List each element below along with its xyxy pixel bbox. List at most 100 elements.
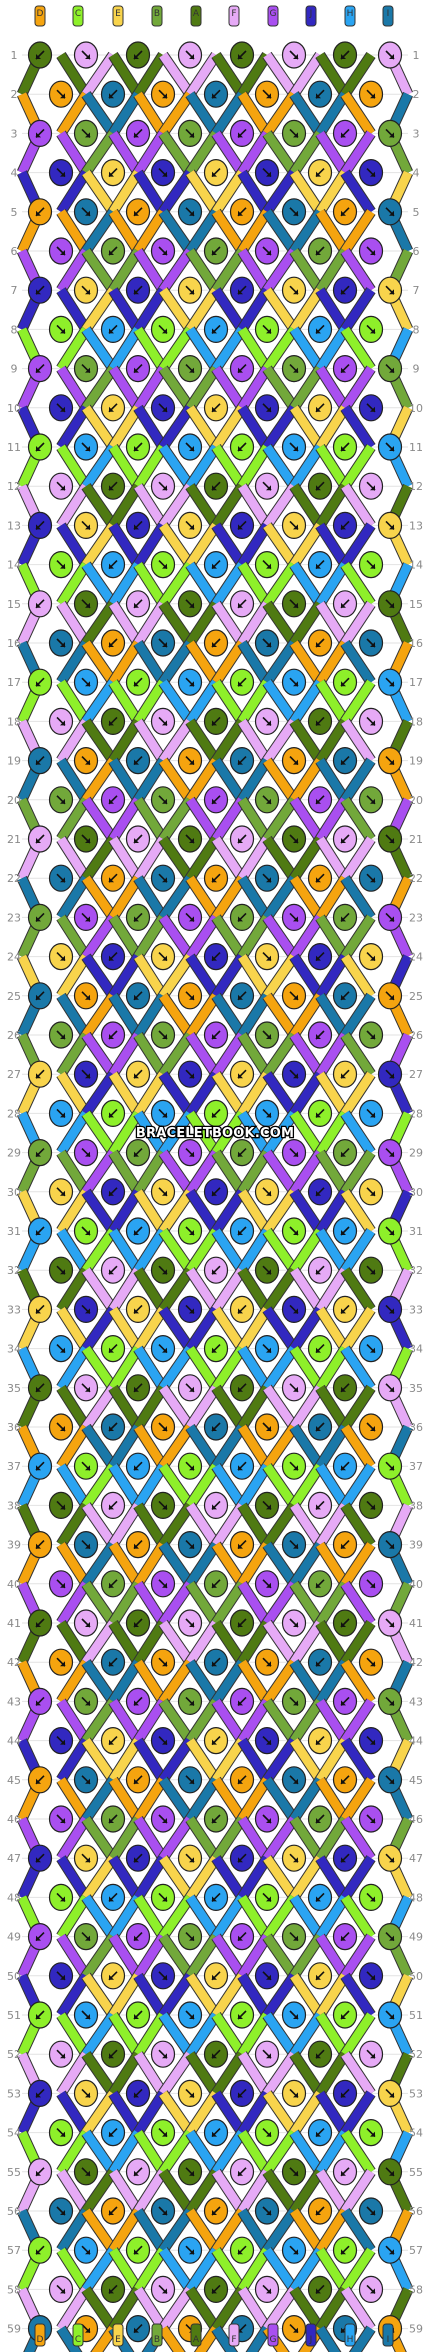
- row-number: 42: [409, 1656, 423, 1669]
- knot: [229, 511, 255, 540]
- strand-end: I: [382, 2323, 394, 2347]
- knot: [203, 1962, 229, 1990]
- row-number: 32: [7, 1264, 21, 1277]
- strand-segment: [263, 326, 298, 372]
- knot: [358, 2275, 384, 2303]
- knot: [100, 1570, 126, 1598]
- strand-segment: [212, 2286, 246, 2332]
- knot: [125, 2079, 151, 2107]
- knot: [125, 1844, 151, 1872]
- strand-segment: [212, 797, 246, 842]
- knot: [177, 903, 203, 932]
- strand-segment: [341, 758, 375, 803]
- row-number: 28: [409, 1107, 423, 1120]
- strand-segment: [290, 601, 324, 646]
- arrowhead-icon: [60, 93, 65, 99]
- row-number: 11: [7, 441, 21, 454]
- knot: [203, 1491, 229, 1520]
- strand-segment: [341, 1032, 375, 1077]
- arrowhead-icon: [266, 1269, 271, 1275]
- strand-segment: [341, 91, 375, 136]
- strand-segment: [134, 914, 167, 960]
- knot: [125, 2158, 151, 2186]
- strand-label: H: [347, 9, 354, 19]
- strand-segment: [263, 679, 298, 724]
- row-number: 21: [7, 833, 21, 846]
- strand-segment: [290, 1777, 324, 1822]
- strand-segment: [316, 1738, 349, 1783]
- arrowhead-icon: [293, 1622, 298, 1627]
- knot: [73, 1295, 99, 1324]
- knot: [358, 1099, 384, 1128]
- strand-segment: [159, 562, 194, 607]
- strand-segment: [238, 1267, 271, 1312]
- knot: [48, 786, 74, 814]
- arrowhead-icon: [134, 1386, 139, 1392]
- arrowhead-icon: [134, 524, 139, 530]
- knot: [73, 1530, 99, 1559]
- strand-segment: [57, 444, 90, 489]
- row-number: 9: [413, 363, 420, 376]
- strand-segment: [186, 2169, 220, 2214]
- knot: [377, 1844, 403, 1872]
- arrowhead-icon: [266, 720, 271, 726]
- strand-segment: [159, 91, 194, 136]
- strand-segment: [290, 1934, 324, 1979]
- knot: [100, 2197, 126, 2225]
- strand-end: J: [305, 2323, 317, 2347]
- strand-segment: [159, 287, 194, 332]
- strand-segment: [57, 1306, 90, 1352]
- row-number: 18: [409, 715, 423, 728]
- strand-segment: [263, 405, 298, 450]
- strand-segment: [350, 2326, 375, 2352]
- knot: [332, 276, 358, 304]
- arrowhead-icon: [189, 2170, 194, 2176]
- knot: [254, 2119, 280, 2147]
- strand-label: D: [37, 9, 44, 19]
- strand-segment: [238, 562, 271, 607]
- strand-segment: [82, 1620, 117, 1665]
- arrowhead-icon: [293, 2014, 298, 2019]
- strand-segment: [109, 954, 142, 999]
- strand-segment: [57, 1189, 90, 1234]
- strand-segment: [212, 1934, 246, 1979]
- arrowhead-icon: [189, 1622, 194, 1627]
- knot: [203, 864, 229, 892]
- arrowhead-icon: [316, 720, 321, 726]
- strand-segment: [159, 2326, 185, 2352]
- knot: [100, 1962, 126, 1990]
- strand-segment: [341, 1816, 375, 1861]
- strand-segment: [186, 1424, 220, 1469]
- knot: [254, 1021, 280, 1049]
- strand-segment: [57, 522, 90, 568]
- arrowhead-icon: [316, 1426, 321, 1431]
- strand-segment: [263, 2169, 298, 2214]
- strand-segment: [212, 1150, 246, 1195]
- knot: [203, 2275, 229, 2303]
- strand-tab: [305, 5, 317, 27]
- strand-segment: [238, 1973, 271, 2018]
- knot: [48, 629, 74, 657]
- strand-label: A: [193, 2335, 200, 2345]
- strand-segment: [290, 797, 324, 842]
- knot: [332, 1374, 358, 1402]
- arrowhead-icon: [293, 132, 298, 138]
- strand-segment: [290, 130, 324, 176]
- knot: [307, 1334, 333, 1363]
- strand-segment: [316, 2090, 349, 2136]
- strand-segment: [82, 1306, 117, 1352]
- knot: [332, 1295, 358, 1324]
- row-number: 47: [7, 1852, 21, 1865]
- strand-segment: [134, 1071, 167, 1116]
- strand-segment: [316, 287, 349, 332]
- knot: [100, 1491, 126, 1520]
- arrowhead-icon: [266, 2131, 271, 2137]
- arrowhead-icon: [266, 1661, 271, 1667]
- strand-segment: [238, 2286, 271, 2332]
- arrowhead-icon: [134, 838, 139, 843]
- arrowhead-icon: [370, 2288, 375, 2294]
- strand-segment: [109, 1894, 142, 1940]
- knot: [377, 2001, 403, 2029]
- arrowhead-icon: [85, 1622, 90, 1627]
- arrowhead-icon: [36, 1778, 41, 1784]
